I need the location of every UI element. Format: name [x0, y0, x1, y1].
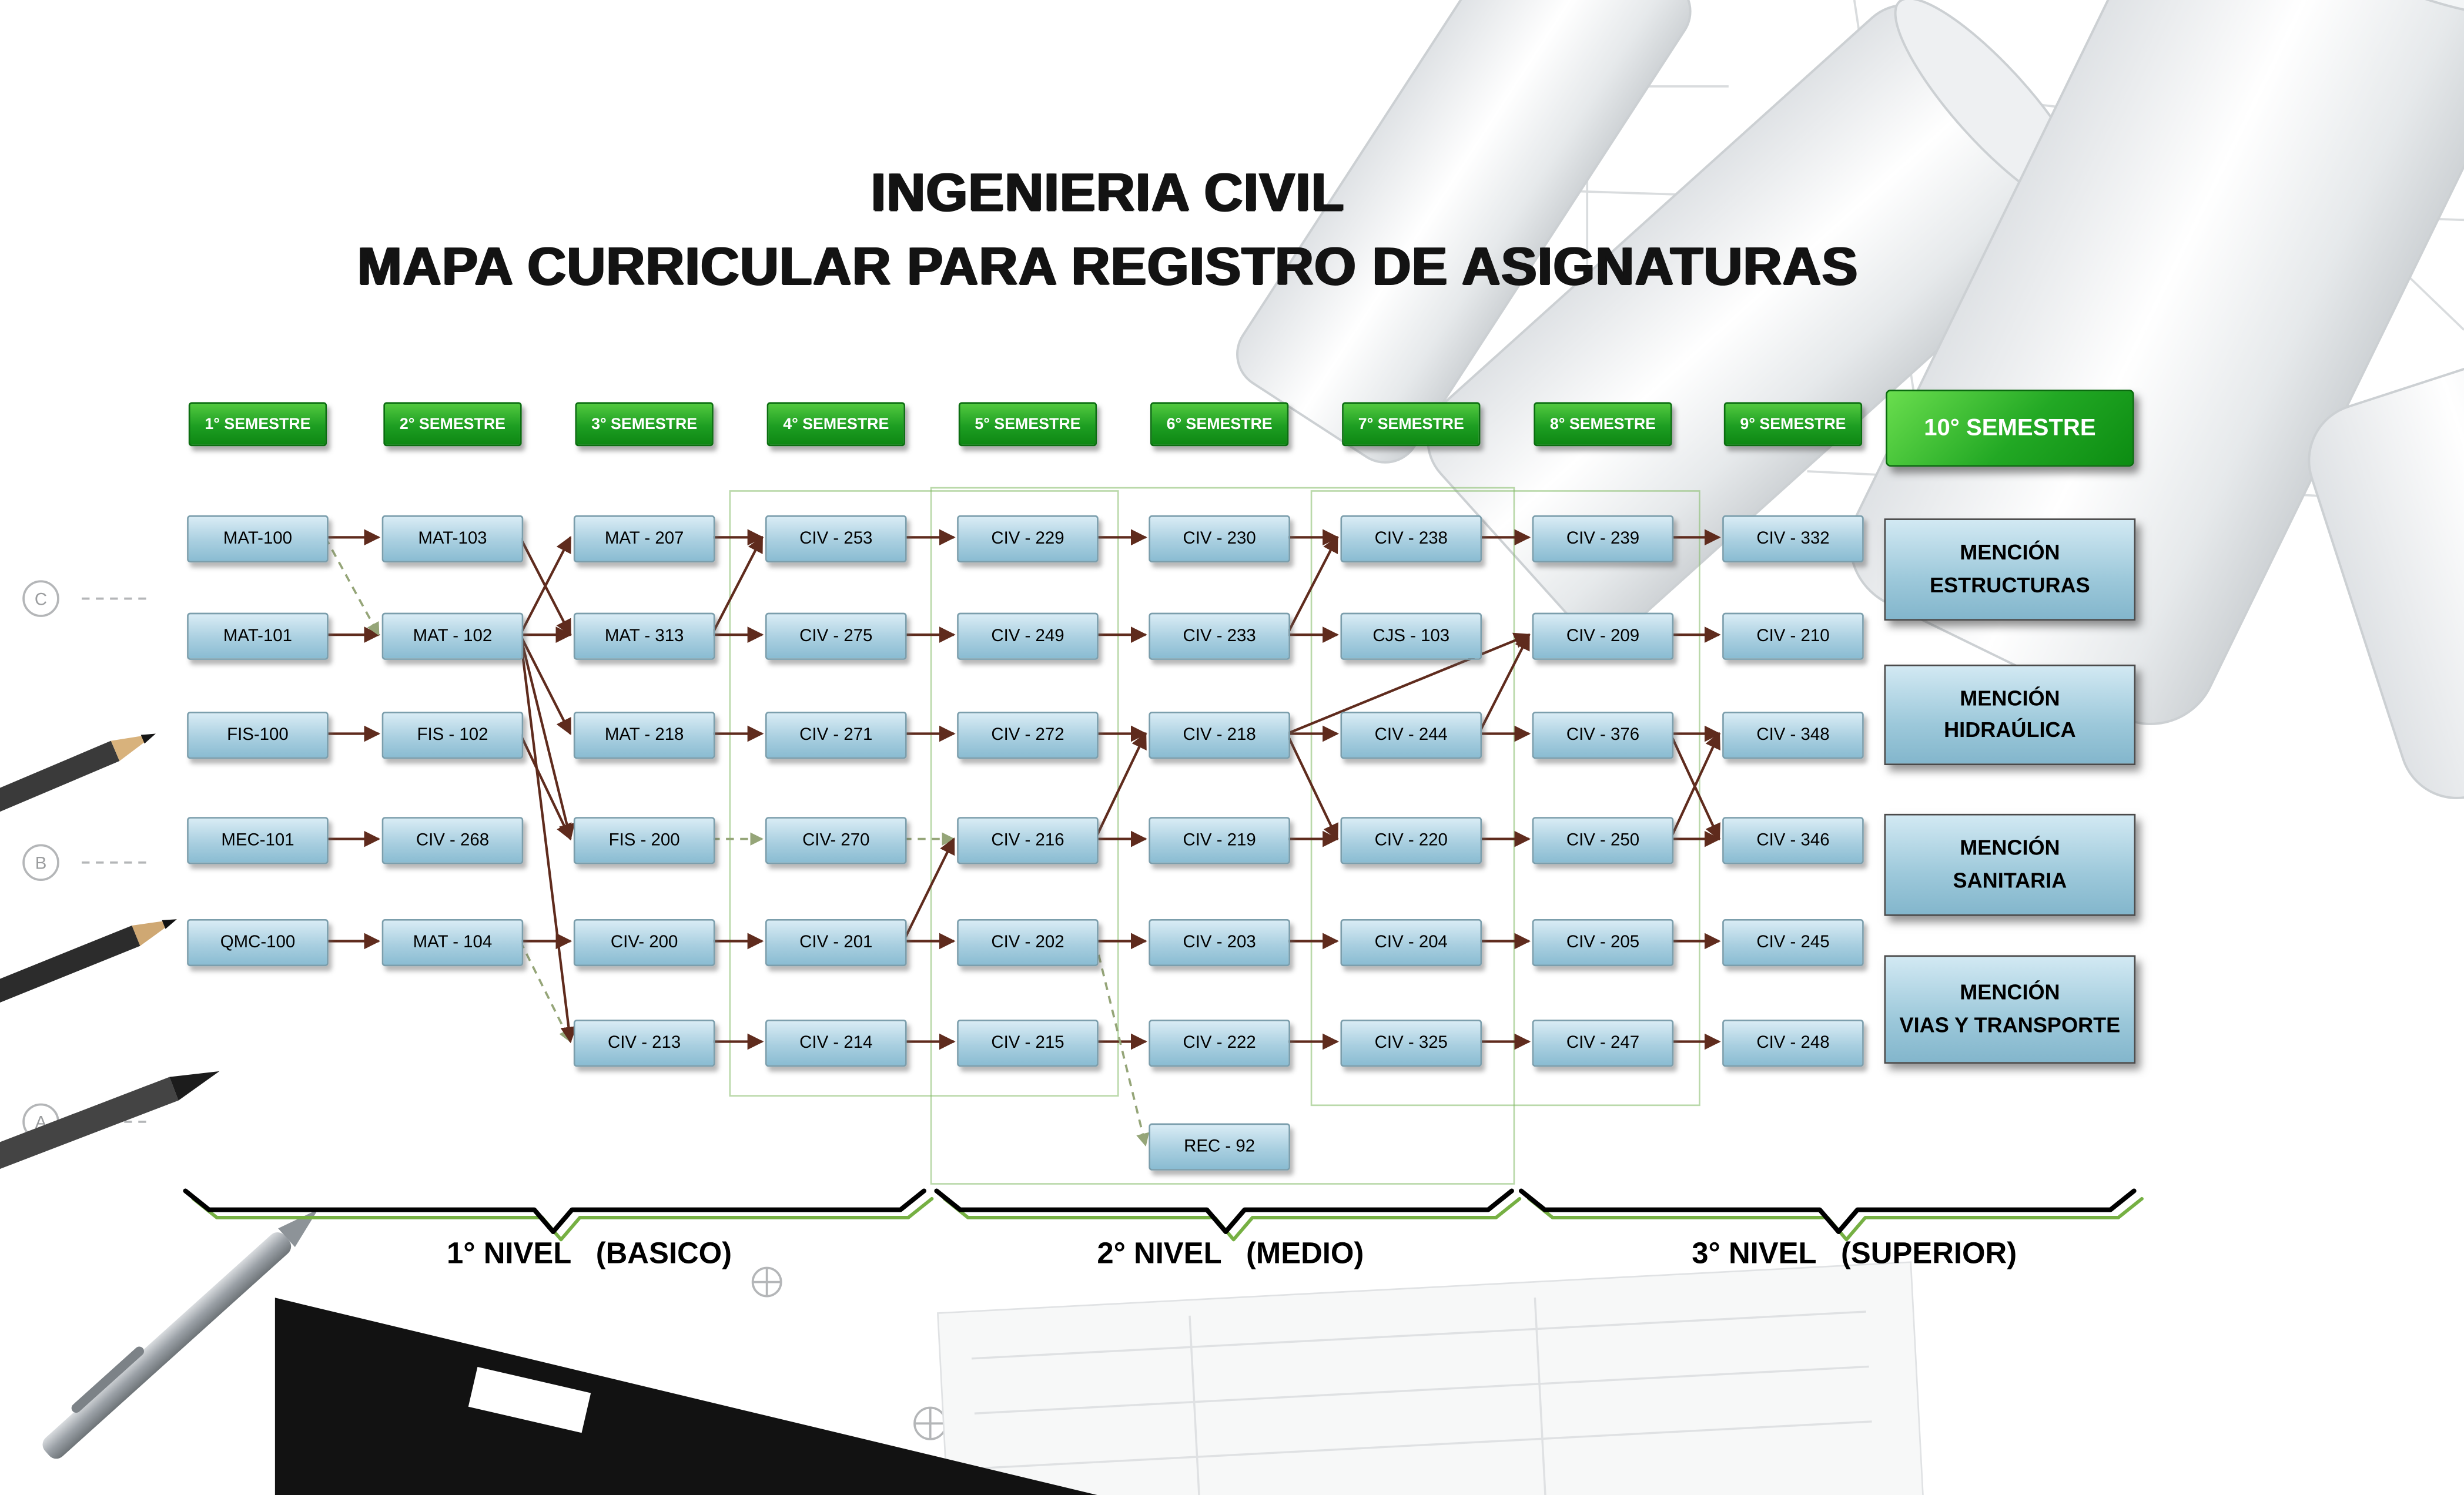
course-civ-202: CIV - 202 — [957, 919, 1099, 967]
course-cjs-103: CJS - 103 — [1340, 612, 1482, 660]
level-label-superior: 3° NIVEL (SUPERIOR) — [1692, 1238, 2017, 1271]
course-civ-219: CIV - 219 — [1149, 817, 1290, 864]
course-rec-92: REC - 92 — [1149, 1123, 1290, 1171]
course-civ-376: CIV - 376 — [1532, 712, 1674, 759]
course-mat-207: MAT - 207 — [573, 515, 715, 563]
course-civ-203: CIV - 203 — [1149, 919, 1290, 967]
course-civ-238: CIV - 238 — [1340, 515, 1482, 563]
course-civ-220: CIV - 220 — [1340, 817, 1482, 864]
mencion-estructuras: MENCIÓN ESTRUCTURAS — [1884, 518, 2136, 621]
course-civ-270: CIV- 270 — [765, 817, 907, 864]
drawing-paper-art — [936, 1261, 1924, 1495]
svg-text:B: B — [35, 853, 47, 873]
course-civ-325: CIV - 325 — [1340, 1020, 1482, 1067]
mencion-line1: MENCIÓN — [1960, 541, 2060, 565]
mencion-line2: SANITARIA — [1953, 868, 2067, 892]
course-civ-233: CIV - 233 — [1149, 612, 1290, 660]
level-brace-2 — [934, 1188, 1514, 1235]
mencion-hidra-lica: MENCIÓN HIDRAÚLICA — [1884, 664, 2136, 765]
course-civ-200: CIV- 200 — [573, 919, 715, 967]
course-civ-271: CIV - 271 — [765, 712, 907, 759]
semester-header-6: 6° SEMESTRE — [1150, 402, 1289, 447]
course-mec-101: MEC-101 — [187, 817, 329, 864]
course-civ-205: CIV - 205 — [1532, 919, 1674, 967]
triangle-ruler-art — [274, 1298, 1097, 1495]
mencion-line2: HIDRAÚLICA — [1944, 718, 2076, 742]
mencion-line1: MENCIÓN — [1960, 686, 2060, 710]
level-label-medio: 2° NIVEL (MEDIO) — [1097, 1238, 1364, 1271]
course-mat-101: MAT-101 — [187, 612, 329, 660]
course-civ-253: CIV - 253 — [765, 515, 907, 563]
course-civ-215: CIV - 215 — [957, 1020, 1099, 1067]
mencion-line2: ESTRUCTURAS — [1930, 572, 2090, 596]
mencion-line2: VIAS Y TRANSPORTE — [1899, 1013, 2121, 1037]
semester-group-outline-3 — [1310, 490, 1700, 1107]
semester-header-9: 9° SEMESTRE — [1723, 402, 1863, 447]
title-block: INGENIERIA CIVIL MAPA CURRICULAR PARA RE… — [142, 163, 2074, 299]
course-mat-100: MAT-100 — [187, 515, 329, 563]
semester-header-7: 7° SEMESTRE — [1342, 402, 1481, 447]
course-civ-218: CIV - 218 — [1149, 712, 1290, 759]
course-civ-216: CIV - 216 — [957, 817, 1099, 864]
course-civ-222: CIV - 222 — [1149, 1020, 1290, 1067]
course-civ-201: CIV - 201 — [765, 919, 907, 967]
level-brace-3 — [1518, 1188, 2137, 1235]
course-civ-245: CIV - 245 — [1722, 919, 1864, 967]
level-brace-1 — [183, 1188, 927, 1235]
course-civ-230: CIV - 230 — [1149, 515, 1290, 563]
course-mat-104: MAT - 104 — [381, 919, 524, 967]
svg-text:C: C — [35, 589, 47, 609]
course-civ-209: CIV - 209 — [1532, 612, 1674, 660]
level-label-basico: 1° NIVEL (BASICO) — [447, 1238, 732, 1271]
course-civ-275: CIV - 275 — [765, 612, 907, 660]
course-mat-102: MAT - 102 — [381, 612, 524, 660]
course-fis-102: FIS - 102 — [381, 712, 524, 759]
course-mat-103: MAT-103 — [381, 515, 524, 563]
course-civ-213: CIV - 213 — [573, 1020, 715, 1067]
course-qmc-100: QMC-100 — [187, 919, 329, 967]
course-civ-348: CIV - 348 — [1722, 712, 1864, 759]
mencion-sanitaria: MENCIÓN SANITARIA — [1884, 813, 2136, 916]
course-civ-268: CIV - 268 — [381, 817, 524, 864]
semester-header-1: 1° SEMESTRE — [188, 402, 327, 447]
semester-header-10: 10° SEMESTRE — [1886, 390, 2134, 467]
course-civ-248: CIV - 248 — [1722, 1020, 1864, 1067]
semester-header-8: 8° SEMESTRE — [1534, 402, 1672, 447]
course-civ-272: CIV - 272 — [957, 712, 1099, 759]
page-title-line1: INGENIERIA CIVIL — [871, 163, 1345, 223]
mencion-line1: MENCIÓN — [1960, 836, 2060, 860]
course-civ-214: CIV - 214 — [765, 1020, 907, 1067]
course-mat-218: MAT - 218 — [573, 712, 715, 759]
mencion-vias-y-transporte: MENCIÓN VIAS Y TRANSPORTE — [1884, 955, 2136, 1064]
course-civ-210: CIV - 210 — [1722, 612, 1864, 660]
semester-header-4: 4° SEMESTRE — [766, 402, 905, 447]
course-civ-229: CIV - 229 — [957, 515, 1099, 563]
course-civ-346: CIV - 346 — [1722, 817, 1864, 864]
semester-header-5: 5° SEMESTRE — [958, 402, 1097, 447]
course-civ-244: CIV - 244 — [1340, 712, 1482, 759]
course-civ-250: CIV - 250 — [1532, 817, 1674, 864]
course-fis-200: FIS - 200 — [573, 817, 715, 864]
semester-group-outline-2 — [930, 487, 1515, 1185]
course-fis-100: FIS-100 — [187, 712, 329, 759]
course-civ-332: CIV - 332 — [1722, 515, 1864, 563]
semester-header-2: 2° SEMESTRE — [383, 402, 522, 447]
page-title-line2: MAPA CURRICULAR PARA REGISTRO DE ASIGNAT… — [357, 237, 1859, 297]
course-civ-204: CIV - 204 — [1340, 919, 1482, 967]
course-civ-239: CIV - 239 — [1532, 515, 1674, 563]
svg-text:A: A — [35, 1113, 47, 1132]
semester-header-3: 3° SEMESTRE — [575, 402, 714, 447]
mencion-line1: MENCIÓN — [1960, 980, 2060, 1005]
course-mat-313: MAT - 313 — [573, 612, 715, 660]
course-civ-247: CIV - 247 — [1532, 1020, 1674, 1067]
course-civ-249: CIV - 249 — [957, 612, 1099, 660]
